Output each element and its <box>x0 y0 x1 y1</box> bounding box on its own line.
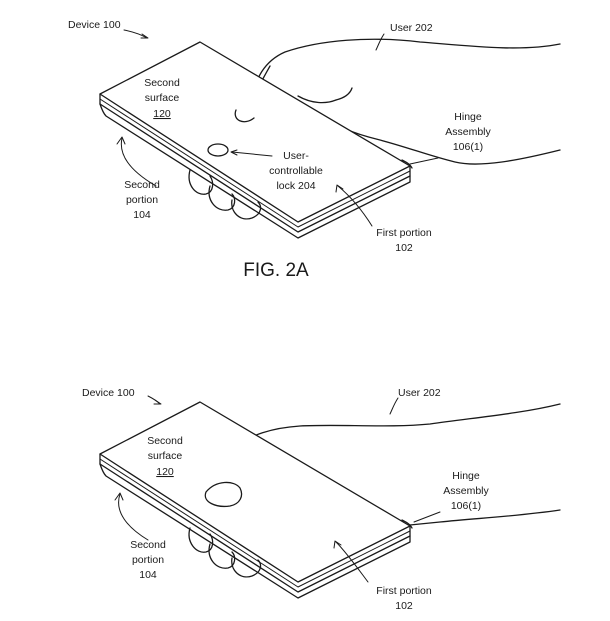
lock-label-a-3: lock 204 <box>276 180 315 192</box>
device-label-b: Device 100 <box>82 387 135 399</box>
hinge-label-a-1: Hinge <box>454 111 482 123</box>
figure-caption-a: FIG. 2A <box>243 260 309 281</box>
user-label-b: User 202 <box>398 387 441 399</box>
second-surface-label-b-1: Second <box>147 435 183 447</box>
second-surface-label-b-2: surface <box>148 450 183 462</box>
hinge-ref-a: 106(1) <box>453 141 483 153</box>
device-b <box>99 401 413 599</box>
lock-label-a-1: User- <box>283 150 309 162</box>
figure-2a: Device 100 User 202 Second surface 120 H… <box>68 19 561 281</box>
second-portion-ref-a: 104 <box>133 209 151 221</box>
second-surface-ref-b: 120 <box>156 466 174 478</box>
device-a <box>99 41 413 239</box>
leaders-b <box>114 395 441 583</box>
first-portion-ref-b: 102 <box>395 600 413 612</box>
second-portion-label-a-2: portion <box>126 194 158 206</box>
second-surface-label-a-2: surface <box>145 92 180 104</box>
leaders-a <box>116 29 439 227</box>
second-surface-label-a-1: Second <box>144 77 180 89</box>
lock-label-a-2: controllable <box>269 165 323 177</box>
second-portion-label-b-1: Second <box>130 539 166 551</box>
second-portion-ref-b: 104 <box>139 569 157 581</box>
hinge-label-b-2: Assembly <box>443 485 489 497</box>
first-portion-label-b: First portion <box>376 585 432 597</box>
first-portion-label-a: First portion <box>376 227 432 239</box>
first-portion-ref-a: 102 <box>395 242 413 254</box>
second-surface-ref-a: 120 <box>153 108 171 120</box>
hinge-label-b-1: Hinge <box>452 470 480 482</box>
user-controllable-lock-a <box>207 143 229 157</box>
second-portion-label-b-2: portion <box>132 554 164 566</box>
hinge-ref-b: 106(1) <box>451 500 481 512</box>
second-portion-label-a-1: Second <box>124 179 160 191</box>
hinge-label-a-2: Assembly <box>445 126 491 138</box>
figure-2b: Device 100 User 202 Second surface 120 H… <box>82 387 561 612</box>
device-label-a: Device 100 <box>68 19 121 31</box>
user-label-a: User 202 <box>390 22 433 34</box>
